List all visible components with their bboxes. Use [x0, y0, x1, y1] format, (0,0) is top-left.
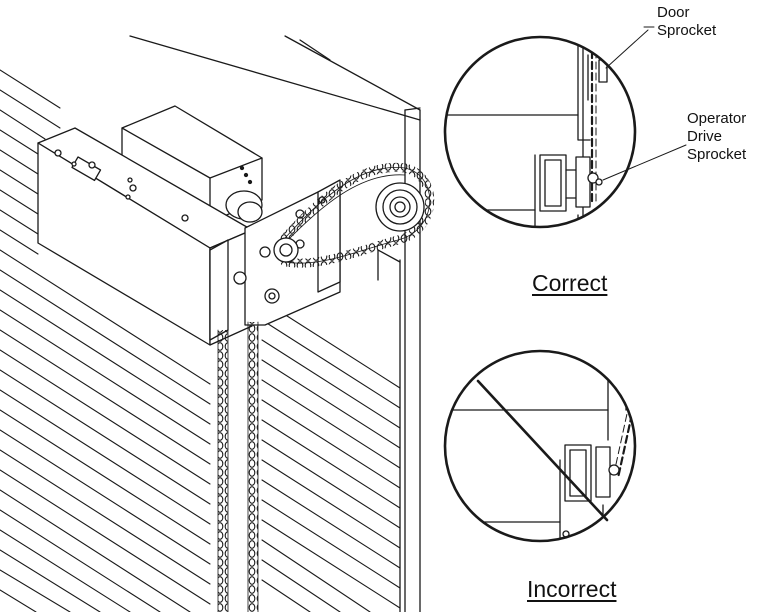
operator-drive-sprocket-label-line1: Operator [687, 110, 747, 127]
door-sprocket-label-line1: Door [657, 4, 690, 21]
operator-housing [37, 105, 263, 346]
drive-chain [273, 162, 435, 268]
operator-drive-sprocket-label-line3: Sprocket [687, 146, 747, 163]
door-sprocket-label: Door Sprocket [657, 4, 716, 40]
correct-caption: Correct [532, 270, 608, 296]
hand-chain [217, 321, 259, 612]
operator-drive-sprocket-label-line2: Drive [687, 128, 723, 145]
door-sprocket-label-line2: Sprocket [657, 22, 717, 39]
incorrect-detail-view [443, 349, 637, 543]
door-frame-and-slats [0, 35, 421, 612]
incorrect-caption: Incorrect [527, 576, 617, 602]
door-slats [0, 69, 401, 612]
operator-drive-sprocket-label: Operator Drive Sprocket [687, 110, 746, 164]
incorrect-strike-line [476, 379, 609, 522]
correct-detail-view [443, 26, 687, 229]
